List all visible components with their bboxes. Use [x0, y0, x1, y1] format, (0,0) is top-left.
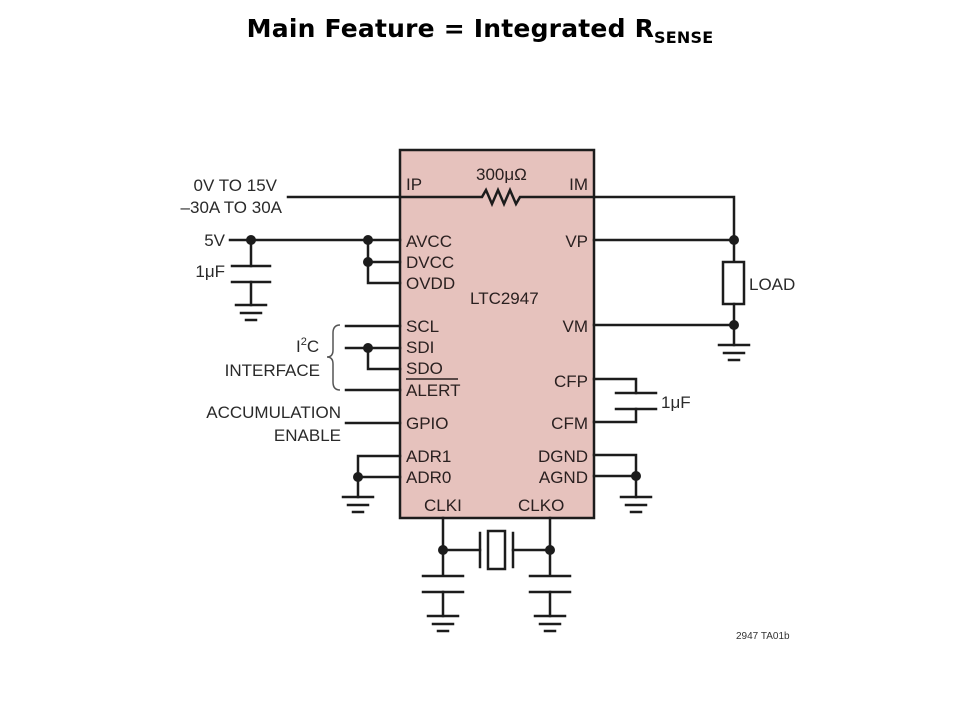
junction-dot — [631, 471, 641, 481]
junction-dot — [353, 472, 363, 482]
ground-icon — [234, 303, 268, 322]
i2c-interface-label: INTERFACE — [225, 361, 320, 380]
gnd-wiring — [592, 453, 653, 514]
pin-adr0: ADR0 — [406, 468, 451, 487]
sense-resistor — [286, 186, 736, 242]
junction-dot — [729, 320, 739, 330]
junction-dot — [363, 343, 373, 353]
pin-sdi: SDI — [406, 338, 434, 357]
supply-voltage-label: 5V — [204, 231, 225, 250]
pin-sdo: SDO — [406, 359, 443, 378]
load-wiring — [592, 238, 751, 362]
pin-ovdd: OVDD — [406, 274, 455, 293]
junction-dot — [545, 545, 555, 555]
filter-cap-label: 1μF — [661, 393, 691, 412]
junction-dot — [438, 545, 448, 555]
pin-agnd: AGND — [539, 468, 588, 487]
i2c-wiring — [344, 324, 402, 392]
pin-alert: ALERT — [406, 381, 461, 400]
supply-cap-label: 1μF — [195, 262, 225, 281]
junction-dot — [363, 257, 373, 267]
pin-clki: CLKI — [424, 496, 462, 515]
pin-dgnd: DGND — [538, 447, 588, 466]
title-subscript: SENSE — [654, 28, 714, 47]
input-current-label: –30A TO 30A — [181, 198, 283, 217]
load-label: LOAD — [749, 275, 795, 294]
pin-clko: CLKO — [518, 496, 564, 515]
i2c-label: I2C — [296, 336, 319, 356]
adr-wiring — [341, 454, 402, 514]
input-voltage-label: 0V TO 15V — [194, 176, 278, 195]
junction-dot — [363, 235, 373, 245]
accumulation-label: ACCUMULATION — [206, 403, 341, 422]
pin-vp: VP — [565, 232, 588, 251]
chip-label: LTC2947 — [470, 289, 539, 308]
figure-id: 2947 TA01b — [736, 631, 790, 642]
supply-wiring — [228, 238, 402, 307]
i2c-brace — [326, 324, 341, 391]
pin-gpio: GPIO — [406, 414, 449, 433]
pin-cfp: CFP — [554, 372, 588, 391]
sense-resistor-value: 300μΩ — [476, 165, 527, 184]
filter-cap-wiring — [592, 377, 658, 424]
title-main: Main Feature = Integrated R — [246, 14, 655, 43]
junction-dot — [246, 235, 256, 245]
pin-ip: IP — [406, 175, 422, 194]
pin-cfm: CFM — [551, 414, 588, 433]
junction-dot — [729, 235, 739, 245]
pin-vm: VM — [563, 317, 589, 336]
pin-avcc: AVCC — [406, 232, 452, 251]
pin-adr1: ADR1 — [406, 447, 451, 466]
slide-title: Main Feature = Integrated RSENSE — [0, 14, 960, 47]
enable-label: ENABLE — [274, 426, 341, 445]
pin-scl: SCL — [406, 317, 439, 336]
chip-body — [398, 148, 596, 520]
pin-dvcc: DVCC — [406, 253, 454, 272]
crystal-wiring — [421, 516, 572, 633]
pin-im: IM — [569, 175, 588, 194]
